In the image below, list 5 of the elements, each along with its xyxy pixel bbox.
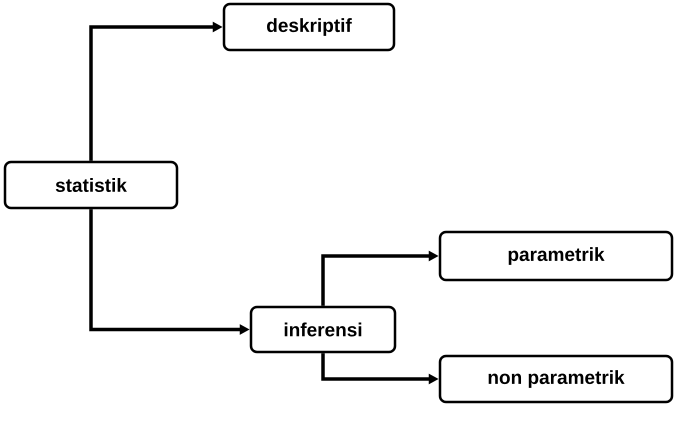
process-box: parametrik bbox=[438, 230, 674, 282]
process-box: deskriptif bbox=[222, 2, 396, 52]
process-box: statistik bbox=[4, 160, 178, 210]
process-box: inferensi bbox=[250, 306, 396, 354]
process-box: non parametrik bbox=[438, 354, 674, 404]
